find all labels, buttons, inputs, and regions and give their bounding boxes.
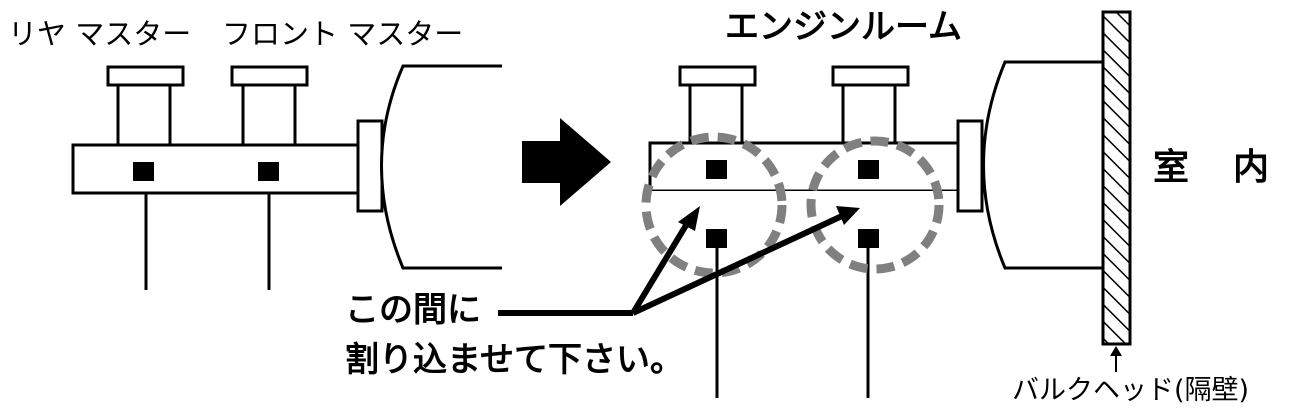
rear-insertion-circle [641,132,787,278]
bulkhead-label: バルクヘッド(隔壁) [1012,375,1250,406]
rear-reservoir [688,83,744,145]
master-cylinder-body [71,143,362,195]
front-reservoir [241,83,297,147]
front-reservoir [841,83,897,145]
front-port-upper [858,160,879,179]
inserted-adapter-block [650,191,960,253]
rear-port-upper [706,160,727,179]
rear-reservoir-cap [678,65,757,87]
front-reservoir-cap [831,65,910,87]
front-reservoir-cap [230,65,309,87]
rear-reservoir [116,83,172,147]
front-insertion-circle [806,136,944,274]
rear-port [133,162,154,181]
pointer-line-rear [630,220,691,315]
engine-room-label: エンジンルーム [725,7,962,47]
front-port [258,162,279,181]
booster-flange [356,119,384,213]
after-assembly [641,10,1132,398]
pointer-line-front [631,213,844,316]
transition-arrow [522,118,611,206]
instruction-line-1: この間に [345,290,481,330]
pointer-arrowhead-rear [678,206,700,231]
brake-booster [380,64,502,270]
front-port-lower [858,229,879,248]
bulkhead-pointer-arrowhead [1110,346,1122,356]
pointer-arrowhead-front [836,206,860,225]
bulkhead-wall [1101,10,1132,346]
brake-booster [982,60,1103,270]
rear-port-lower [706,229,727,248]
pointer-arrows [498,206,860,316]
before-assembly [71,64,502,290]
instruction-line-2: 割り込ませて下さい。 [345,340,684,380]
rear-reservoir-cap [106,65,185,87]
front-master-label: フロント マスター [222,17,464,51]
rear-master-label: リヤ マスター [8,17,192,51]
booster-flange [956,119,984,213]
interior-label: 室 内 [1153,147,1274,188]
